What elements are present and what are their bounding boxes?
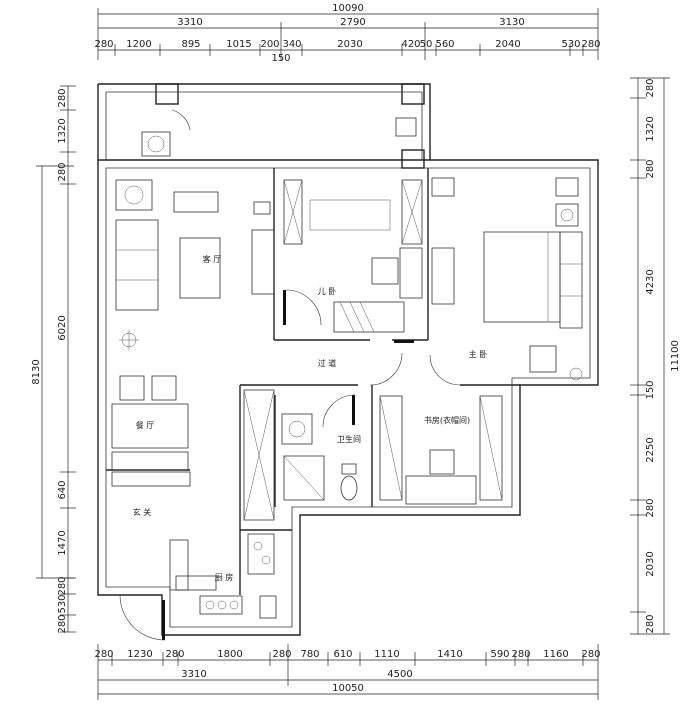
right-outer-dim: 11100: [670, 340, 681, 372]
bottom-detail-dim-12: 1160: [543, 649, 568, 660]
top-seg-dim-1: 3310: [177, 17, 202, 28]
furniture: [111, 117, 583, 619]
left-inner-dim-8: 530: [57, 594, 68, 613]
top-total-dim: 10090: [332, 3, 364, 14]
top-detail-dim-9: 50: [420, 39, 433, 50]
bottom-seg-dim-1: 3310: [181, 669, 206, 680]
doors: [119, 109, 461, 641]
top-detail-dim-8: 420: [401, 39, 420, 50]
room-label-bath: 卫生间: [337, 434, 361, 444]
top-detail-dim-3: 895: [181, 39, 200, 50]
room-label-master: 主 卧: [469, 349, 488, 359]
top-seg-dim-3: 3130: [499, 17, 524, 28]
right-inner-dim-6: 2250: [645, 437, 656, 462]
left-outer-dim: 8130: [31, 359, 42, 384]
left-inner-dim-3: 280: [57, 162, 68, 181]
bottom-total-dim: 10050: [332, 683, 364, 694]
bottom-detail-dim-13: 280: [581, 649, 600, 660]
bottom-detail-dim-6: 780: [300, 649, 319, 660]
left-inner-dim-1: 280: [57, 88, 68, 107]
bottom-dimensions: 280 1230 280 1800 280 780 610 1110 1410 …: [94, 644, 601, 700]
left-inner-dim-9: 280: [57, 614, 68, 633]
right-dimensions: 280 1320 280 4230 150 2250 280 2030 280 …: [630, 77, 681, 635]
room-label-dining: 餐 厅: [136, 421, 155, 430]
right-inner-dim-3: 280: [645, 159, 656, 178]
right-inner-dim-8: 2030: [645, 551, 656, 576]
right-inner-dim-2: 1320: [645, 116, 656, 141]
top-detail-dim-4: 1015: [226, 39, 251, 50]
bottom-seg-dim-2: 4500: [387, 669, 412, 680]
room-labels: 客 厅 儿 卧 过 道 主 卧 卫生间 书房(衣帽间) 餐 厅 玄 关 厨 房: [133, 254, 488, 582]
top-detail-dim-2: 1200: [126, 39, 151, 50]
left-inner-dim-5: 640: [57, 480, 68, 499]
bottom-detail-dim-3: 280: [165, 649, 184, 660]
room-label-entry: 玄 关: [133, 507, 152, 517]
left-inner-dim-6: 1470: [57, 530, 68, 555]
bottom-detail-dim-9: 1410: [437, 649, 462, 660]
bottom-detail-dim-4: 1800: [217, 649, 242, 660]
bottom-detail-dim-11: 280: [511, 649, 530, 660]
room-label-corridor: 过 道: [318, 358, 337, 368]
left-inner-dim-4: 6020: [57, 315, 68, 340]
right-inner-dim-9: 280: [645, 614, 656, 633]
columns: [155, 83, 425, 169]
room-label-kids: 儿 卧: [318, 287, 337, 296]
bottom-detail-dim-8: 1110: [374, 649, 399, 660]
top-detail-dim-5: 200: [260, 39, 279, 50]
top-detail-dim-7: 2030: [337, 39, 362, 50]
bottom-detail-dim-7: 610: [333, 649, 352, 660]
right-inner-dim-4: 4230: [645, 269, 656, 294]
right-inner-dim-5: 150: [645, 380, 656, 399]
bottom-detail-dim-5: 280: [272, 649, 291, 660]
bottom-detail-dim-2: 1230: [127, 649, 152, 660]
top-detail-dim-13: 280: [581, 39, 600, 50]
top-dimensions: 10090 3310 2790 3130 280 1200 895 1015 2…: [94, 3, 600, 64]
top-detail-dim-6: 340: [282, 39, 301, 50]
room-label-kitchen: 厨 房: [215, 572, 234, 582]
top-detail-dim-1: 280: [94, 39, 113, 50]
walls: [97, 83, 599, 640]
room-label-study: 书房(衣帽间): [424, 415, 470, 425]
left-dimensions: 8130 280 1320 280 6020 640 1470 280 530 …: [31, 85, 76, 634]
top-detail-dim-12: 530: [561, 39, 580, 50]
bottom-detail-dim-1: 280: [94, 649, 113, 660]
right-inner-dim-1: 280: [645, 78, 656, 97]
left-inner-dim-2: 1320: [57, 118, 68, 143]
bottom-detail-dim-10: 590: [490, 649, 509, 660]
left-inner-dim-7: 280: [57, 576, 68, 595]
top-detail-dim-10: 560: [435, 39, 454, 50]
room-label-living: 客 厅: [203, 254, 222, 264]
right-inner-dim-7: 280: [645, 498, 656, 517]
top-sub-dim: 150: [271, 53, 290, 64]
top-seg-dim-2: 2790: [340, 17, 365, 28]
top-detail-dim-11: 2040: [495, 39, 520, 50]
